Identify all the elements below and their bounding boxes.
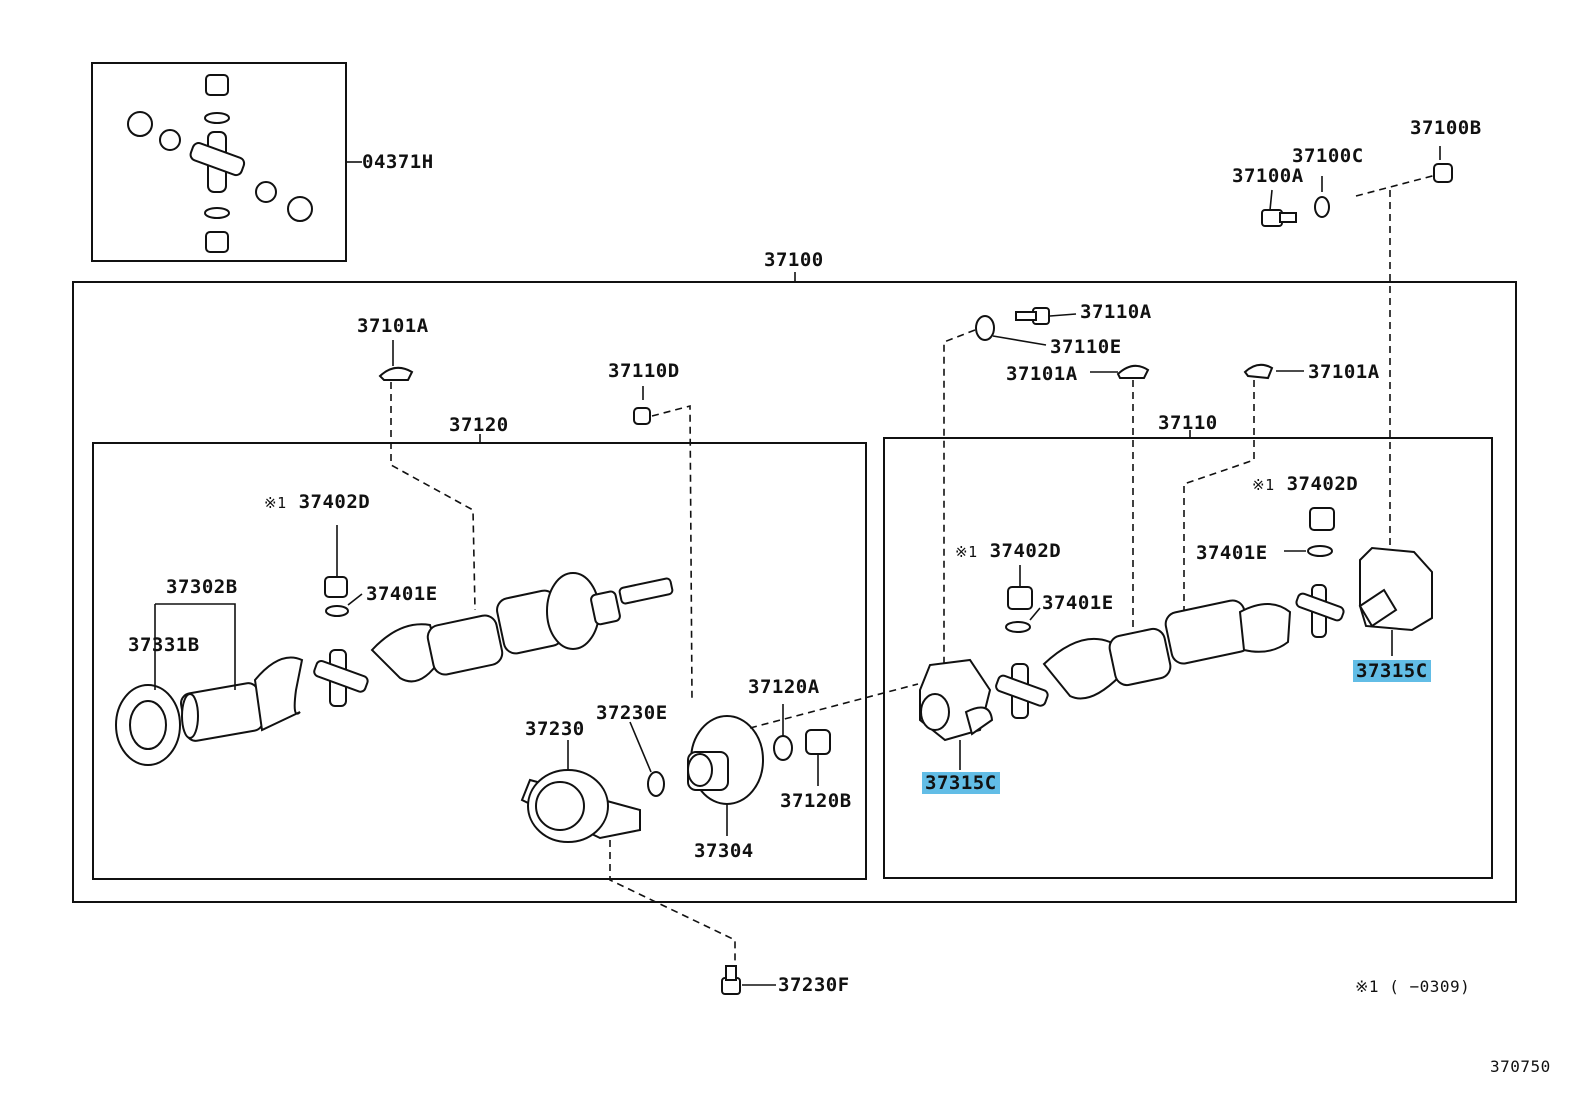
- label-37402D-left-group: ※1 37402D: [264, 491, 370, 514]
- label-37402D-right-group: ※1 37402D: [1252, 473, 1358, 496]
- label-37401E-mid[interactable]: 37401E: [1042, 592, 1114, 614]
- label-37100C[interactable]: 37100C: [1292, 145, 1364, 167]
- label-37402D-mid-group: ※1 37402D: [955, 540, 1061, 563]
- leader-37110A: [1049, 313, 1077, 317]
- label-37120[interactable]: 37120: [449, 414, 509, 436]
- rear-propeller-shaft-37110-icon: [1042, 599, 1292, 700]
- nut-37100B-icon: [1433, 163, 1453, 183]
- leader-37230E: [629, 721, 652, 773]
- universal-joint-kit-icon: [127, 74, 313, 253]
- clip-37101A-left-icon: [378, 366, 414, 381]
- washer-37120A-icon: [773, 735, 793, 761]
- frame-37110: [883, 437, 1493, 879]
- bolt-37110A-icon: [1015, 307, 1050, 325]
- spider-left-icon: [313, 649, 369, 707]
- flange-37304-icon: [687, 715, 764, 805]
- label-37110D[interactable]: 37110D: [608, 360, 680, 382]
- dash-37101A-right: [1183, 380, 1255, 612]
- label-37315C-right[interactable]: 37315C: [1353, 660, 1431, 682]
- note-mark-right: ※1: [1252, 476, 1275, 494]
- label-37315C-left[interactable]: 37315C: [922, 772, 1000, 794]
- label-37402D-left[interactable]: 37402D: [298, 491, 371, 513]
- flange-yoke-37315C-right-icon: [1358, 546, 1433, 632]
- label-37110E[interactable]: 37110E: [1050, 336, 1122, 358]
- note-mark-left: ※1: [264, 494, 287, 512]
- washer-37110E-icon: [975, 315, 995, 341]
- footnote-mark: ※1: [1355, 977, 1380, 996]
- label-37100A[interactable]: 37100A: [1232, 165, 1304, 187]
- nut-37120B-icon: [805, 729, 831, 755]
- bolt-37230F-icon: [721, 965, 741, 995]
- clip-37101A-mid-icon: [1116, 364, 1150, 379]
- label-37101A-right[interactable]: 37101A: [1308, 361, 1380, 383]
- label-37331B[interactable]: 37331B: [128, 634, 200, 656]
- seal-37401E-left-icon: [325, 605, 349, 617]
- leader-37100A: [1269, 189, 1273, 211]
- label-37302B[interactable]: 37302B: [166, 576, 238, 598]
- label-37402D-right[interactable]: 37402D: [1286, 473, 1359, 495]
- nut-37110D-icon: [633, 407, 651, 425]
- label-37100[interactable]: 37100: [764, 249, 824, 271]
- leader-37302B: [154, 603, 236, 690]
- diagram-id: 370750: [1490, 1057, 1551, 1076]
- label-37401E-right[interactable]: 37401E: [1196, 542, 1268, 564]
- dash-37230F: [609, 840, 736, 968]
- label-37110A[interactable]: 37110A: [1080, 301, 1152, 323]
- label-37110[interactable]: 37110: [1158, 412, 1218, 434]
- clip-37101A-right-icon: [1243, 363, 1274, 380]
- note-mark-mid: ※1: [955, 543, 978, 561]
- front-propeller-shaft-37120-icon: [370, 572, 674, 683]
- bearing-37402D-mid-icon: [1007, 586, 1033, 610]
- label-37304[interactable]: 37304: [694, 840, 754, 862]
- footnote-text: ( −0309): [1389, 977, 1471, 996]
- leader-37401E-left: [347, 593, 363, 606]
- label-37402D-mid[interactable]: 37402D: [989, 540, 1062, 562]
- label-37120B[interactable]: 37120B: [780, 790, 852, 812]
- label-37101A-mid[interactable]: 37101A: [1006, 363, 1078, 385]
- dash-flange-to-37315C: [749, 683, 919, 729]
- seal-37230E-icon: [647, 771, 665, 797]
- label-37230E[interactable]: 37230E: [596, 702, 668, 724]
- spider-right2-icon: [1295, 584, 1345, 638]
- sleeve-yoke-37302B-icon: [115, 656, 304, 766]
- seal-37401E-right-icon: [1307, 545, 1333, 557]
- spider-right-icon: [995, 663, 1049, 719]
- bearing-37402D-left-icon: [324, 576, 348, 598]
- label-04371H[interactable]: 04371H: [362, 151, 434, 173]
- label-37401E-left[interactable]: 37401E: [366, 583, 438, 605]
- label-37101A-left[interactable]: 37101A: [357, 315, 429, 337]
- dash-37101A-left: [390, 382, 476, 611]
- leader-37401E-mid: [1029, 607, 1041, 621]
- label-37230[interactable]: 37230: [525, 718, 585, 740]
- washer-37100C-icon: [1314, 196, 1330, 218]
- leader-37110E: [992, 335, 1047, 346]
- seal-37401E-mid-icon: [1005, 621, 1031, 633]
- label-37120A[interactable]: 37120A: [748, 676, 820, 698]
- flange-yoke-37315C-left-icon: [919, 658, 994, 742]
- center-bearing-37230-icon: [520, 769, 641, 843]
- dash-37110D: [651, 404, 693, 701]
- dash-37100A-37100B: [1355, 174, 1437, 197]
- label-37230F[interactable]: 37230F: [778, 974, 850, 996]
- bearing-37402D-right-icon: [1309, 507, 1335, 531]
- dash-37110E: [943, 329, 976, 664]
- footnote: ※1 ( −0309): [1355, 976, 1470, 998]
- bolt-37100A-icon: [1261, 209, 1297, 227]
- label-37100B[interactable]: 37100B: [1410, 117, 1482, 139]
